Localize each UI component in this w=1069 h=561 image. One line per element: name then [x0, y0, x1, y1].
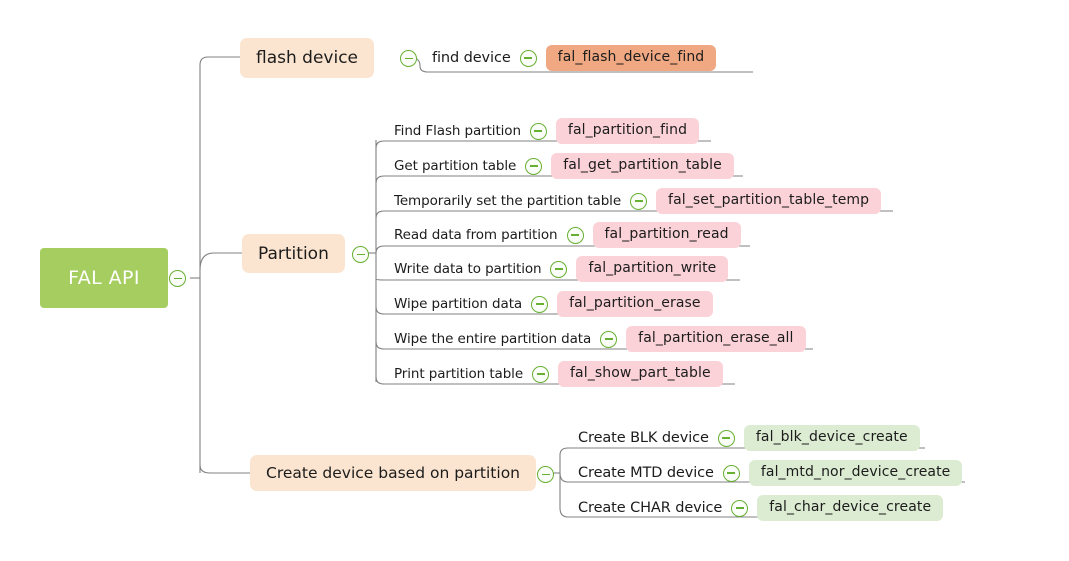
- leaf-label-print-partition-table: Print partition table: [394, 366, 524, 382]
- branch-node-create-device-label: Create device based on partition: [266, 464, 521, 482]
- leaf-row-print-partition-table[interactable]: Print partition table fal_show_part_tabl…: [394, 361, 723, 387]
- api-pill-fal-char-device-create[interactable]: fal_char_device_create: [757, 495, 944, 521]
- read-data-from-partition-collapse-minus-icon[interactable]: [566, 226, 584, 244]
- leaf-row-get-partition-table[interactable]: Get partition table fal_get_partition_ta…: [394, 153, 734, 179]
- leaf-label-create-mtd-device: Create MTD device: [578, 465, 714, 481]
- api-pill-fal-partition-erase-all[interactable]: fal_partition_erase_all: [626, 326, 806, 352]
- create-device-collapse-minus-icon[interactable]: [537, 466, 554, 483]
- leaf-label-wipe-partition-data: Wipe partition data: [394, 296, 523, 312]
- create-mtd-device-collapse-minus-icon[interactable]: [722, 464, 740, 482]
- leaf-row-write-data-to-partition[interactable]: Write data to partition fal_partition_wr…: [394, 256, 729, 282]
- leaf-row-wipe-the-entire-partition-data[interactable]: Wipe the entire partition data fal_parti…: [394, 326, 806, 352]
- branch-node-partition[interactable]: Partition: [242, 234, 345, 273]
- leaf-label-find-flash-partition: Find Flash partition: [394, 123, 521, 139]
- leaf-row-find-device[interactable]: find device fal_flash_device_find: [432, 45, 717, 71]
- api-pill-fal-partition-find[interactable]: fal_partition_find: [555, 118, 700, 144]
- flash-device-collapse-minus-icon[interactable]: [400, 50, 417, 67]
- trunk-to-create-device: [199, 464, 250, 474]
- partition-collapse-minus-icon[interactable]: [352, 246, 369, 263]
- trunk-to-partition: [199, 252, 242, 271]
- leaf-label-find-device: find device: [432, 50, 511, 66]
- branch-node-flash-device[interactable]: flash device: [240, 38, 374, 78]
- get-partition-table-collapse-minus-icon[interactable]: [525, 157, 543, 175]
- branch-node-partition-label: Partition: [258, 243, 329, 264]
- leaf-row-create-blk-device[interactable]: Create BLK device fal_blk_device_create: [578, 425, 920, 451]
- leaf-label-write-data-to-partition: Write data to partition: [394, 261, 542, 277]
- print-partition-table-collapse-minus-icon[interactable]: [532, 365, 550, 383]
- branch-node-create-device-based-on-partition[interactable]: Create device based on partition: [250, 455, 537, 491]
- api-pill-fal-partition-write[interactable]: fal_partition_write: [576, 256, 729, 282]
- leaf-row-create-mtd-device[interactable]: Create MTD device fal_mtd_nor_device_cre…: [578, 460, 963, 486]
- leaf-row-temporarily-set-the-partition-table[interactable]: Temporarily set the partition table fal_…: [394, 188, 882, 214]
- root-collapse-minus-icon[interactable]: [169, 270, 186, 287]
- leaf-row-find-flash-partition[interactable]: Find Flash partition fal_partition_find: [394, 118, 700, 144]
- create-blk-device-collapse-minus-icon[interactable]: [717, 429, 735, 447]
- wipe-partition-data-collapse-minus-icon[interactable]: [531, 295, 549, 313]
- api-pill-fal-get-partition-table[interactable]: fal_get_partition_table: [551, 153, 734, 179]
- root-node[interactable]: FAL API: [40, 248, 168, 308]
- leaf-row-wipe-partition-data[interactable]: Wipe partition data fal_partition_erase: [394, 291, 713, 317]
- api-pill-fal-blk-device-create[interactable]: fal_blk_device_create: [743, 425, 920, 451]
- api-pill-fal-set-partition-table-temp[interactable]: fal_set_partition_table_temp: [656, 188, 882, 214]
- leaf-row-read-data-from-partition[interactable]: Read data from partition fal_partition_r…: [394, 222, 741, 248]
- leaf-label-temporarily-set-the-partition-table: Temporarily set the partition table: [394, 193, 622, 209]
- leaf-label-create-char-device: Create CHAR device: [578, 500, 723, 516]
- temporarily-set-partition-table-collapse-minus-icon[interactable]: [630, 192, 648, 210]
- find-flash-partition-collapse-minus-icon[interactable]: [529, 122, 547, 140]
- api-pill-fal-mtd-nor-device-create[interactable]: fal_mtd_nor_device_create: [748, 460, 963, 486]
- branch-node-flash-device-label: flash device: [256, 48, 358, 68]
- trunk-to-flash-device: [199, 56, 240, 66]
- leaf-label-wipe-the-entire-partition-data: Wipe the entire partition data: [394, 331, 592, 347]
- leaf-label-read-data-from-partition: Read data from partition: [394, 227, 558, 243]
- api-pill-fal-partition-erase[interactable]: fal_partition_erase: [557, 291, 713, 317]
- api-pill-fal-partition-read[interactable]: fal_partition_read: [592, 222, 741, 248]
- api-pill-fal-flash-device-find[interactable]: fal_flash_device_find: [545, 45, 717, 71]
- find-device-collapse-minus-icon[interactable]: [519, 49, 537, 67]
- root-node-label: FAL API: [68, 267, 140, 289]
- leaf-label-create-blk-device: Create BLK device: [578, 430, 709, 446]
- leaf-row-create-char-device[interactable]: Create CHAR device fal_char_device_creat…: [578, 495, 944, 521]
- leaf-label-get-partition-table: Get partition table: [394, 158, 517, 174]
- api-pill-fal-show-part-table[interactable]: fal_show_part_table: [558, 361, 723, 387]
- wipe-entire-partition-data-collapse-minus-icon[interactable]: [600, 330, 618, 348]
- create-char-device-collapse-minus-icon[interactable]: [731, 499, 749, 517]
- write-data-to-partition-collapse-minus-icon[interactable]: [550, 260, 568, 278]
